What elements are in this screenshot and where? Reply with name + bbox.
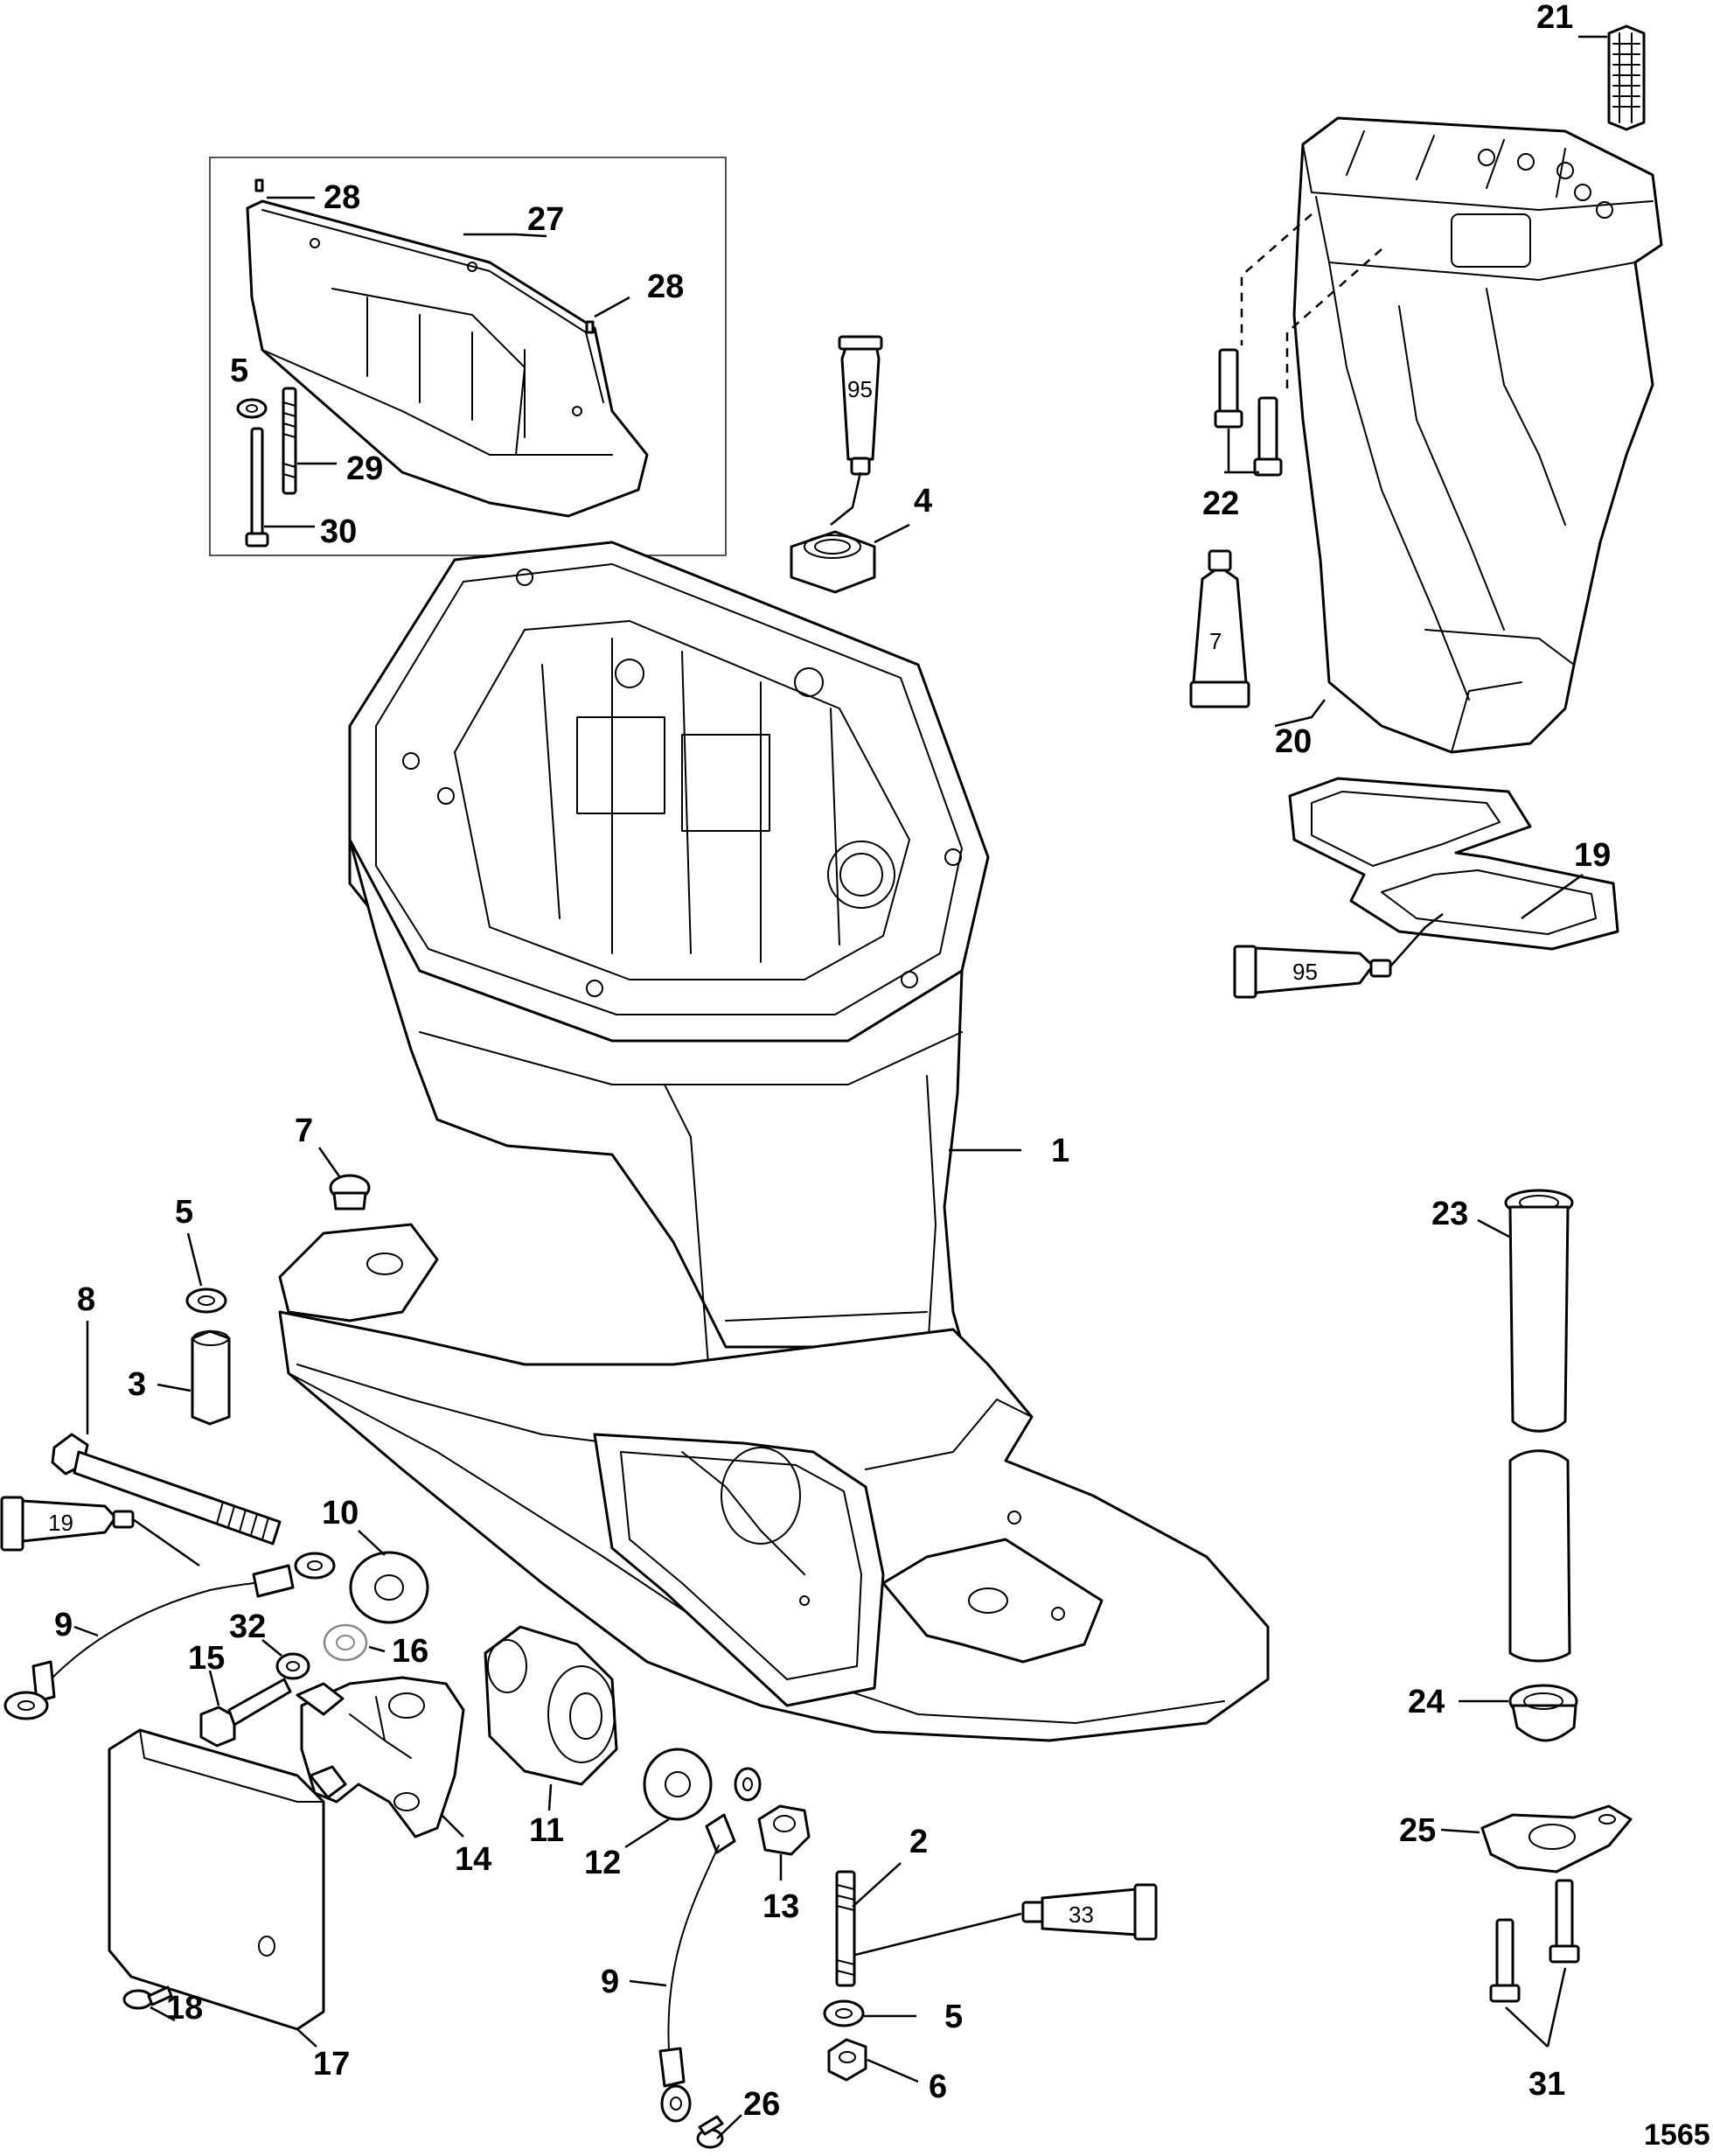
callout-5-left: 5 bbox=[175, 1194, 193, 1231]
callout-30: 30 bbox=[320, 513, 357, 550]
callout-21: 21 bbox=[1536, 0, 1573, 36]
part-30-bolt bbox=[245, 427, 269, 548]
part-15-bolt bbox=[199, 1678, 292, 1748]
part-5-washer-left bbox=[185, 1287, 227, 1314]
part-28-pin-right bbox=[585, 320, 595, 334]
tube-95-seal: 95 bbox=[838, 335, 883, 476]
callout-4: 4 bbox=[914, 483, 932, 520]
tube-19-label: 19 bbox=[48, 1510, 73, 1536]
callout-27: 27 bbox=[527, 201, 564, 238]
callout-24: 24 bbox=[1408, 1684, 1445, 1720]
callout-7: 7 bbox=[295, 1113, 313, 1149]
part-20-adapter-housing bbox=[1292, 116, 1663, 754]
part-29-stud bbox=[282, 387, 297, 495]
callout-26: 26 bbox=[743, 2086, 780, 2123]
tube-7-label: 7 bbox=[1209, 628, 1222, 654]
part-32-lockwasher bbox=[275, 1652, 310, 1680]
part-9-ground-strap-lower bbox=[658, 1767, 762, 2123]
part-12-washer bbox=[643, 1748, 713, 1821]
part-8-bolt bbox=[51, 1433, 282, 1545]
callout-8: 8 bbox=[77, 1281, 95, 1318]
tube-19-lubricant: 19 bbox=[0, 1496, 135, 1552]
callout-23: 23 bbox=[1431, 1196, 1468, 1232]
part-1-driveshaft-housing bbox=[278, 541, 1270, 1742]
part-2-stud bbox=[835, 1870, 856, 1987]
tube-7-lubricant: 7 bbox=[1189, 549, 1250, 708]
part-22-bolt-a bbox=[1214, 348, 1243, 429]
callout-20: 20 bbox=[1275, 723, 1312, 760]
callout-9-lower: 9 bbox=[601, 1964, 619, 2000]
callout-19: 19 bbox=[1574, 837, 1611, 874]
inset-box bbox=[209, 157, 727, 556]
callout-2: 2 bbox=[909, 1824, 928, 1860]
callout-17: 17 bbox=[313, 2046, 350, 2083]
tube-95-seal-label: 95 bbox=[847, 376, 873, 402]
part-4-seal bbox=[790, 530, 876, 594]
part-17-cover bbox=[108, 1728, 325, 2031]
callout-5-lower: 5 bbox=[944, 1999, 963, 2035]
part-5-washer-lower bbox=[823, 1999, 865, 2027]
callout-12: 12 bbox=[584, 1845, 621, 1881]
part-24-seal bbox=[1508, 1684, 1578, 1742]
part-19-gasket bbox=[1288, 777, 1619, 951]
part-16-washer bbox=[323, 1623, 368, 1662]
part-5-washer-inset bbox=[236, 398, 268, 419]
part-9-ground-strap-upper bbox=[3, 1552, 336, 1720]
part-10-washer bbox=[349, 1551, 429, 1624]
callout-10: 10 bbox=[322, 1495, 359, 1532]
part-22-bolt-b bbox=[1253, 396, 1283, 477]
part-25-tube-holder bbox=[1480, 1804, 1633, 1873]
part-3-plug bbox=[191, 1329, 231, 1426]
callout-13: 13 bbox=[762, 1888, 799, 1925]
tube-33-loctite: 33 bbox=[1021, 1883, 1158, 1941]
callout-31: 31 bbox=[1528, 2066, 1565, 2103]
callout-29: 29 bbox=[346, 450, 383, 487]
callout-3: 3 bbox=[128, 1366, 146, 1403]
tube-95-gasket-label: 95 bbox=[1292, 959, 1318, 985]
callout-28-right: 28 bbox=[647, 269, 684, 305]
tube-95-gasket: 95 bbox=[1233, 945, 1392, 999]
callout-14: 14 bbox=[455, 1841, 491, 1878]
callout-22: 22 bbox=[1202, 485, 1239, 522]
callout-32: 32 bbox=[229, 1608, 266, 1645]
part-28-pin-top bbox=[254, 178, 264, 192]
callout-18: 18 bbox=[166, 1990, 203, 2027]
callout-9-upper: 9 bbox=[54, 1607, 73, 1643]
figure-reference-number: 1565 bbox=[1644, 2118, 1710, 2152]
part-31-bolt-a bbox=[1489, 1918, 1521, 2003]
callout-15: 15 bbox=[188, 1640, 225, 1677]
callout-16: 16 bbox=[392, 1633, 428, 1670]
part-31-bolt-b bbox=[1549, 1879, 1580, 1964]
callout-11: 11 bbox=[529, 1812, 564, 1849]
callout-6: 6 bbox=[929, 2069, 947, 2105]
part-6-nut bbox=[827, 2038, 867, 2082]
part-11-bushing bbox=[484, 1625, 618, 1786]
part-13-nut bbox=[757, 1804, 811, 1856]
part-14-mount-bracket bbox=[296, 1676, 465, 1839]
part-21-screen bbox=[1607, 24, 1646, 131]
callout-25: 25 bbox=[1399, 1812, 1436, 1849]
callout-28-top: 28 bbox=[324, 179, 360, 216]
part-26-screw bbox=[696, 2115, 724, 2149]
callout-5-inset: 5 bbox=[230, 352, 248, 389]
tube-33-label: 33 bbox=[1069, 1901, 1094, 1928]
part-23-water-tube bbox=[1504, 1189, 1574, 1663]
part-27-plate bbox=[246, 199, 649, 518]
part-7-plug bbox=[329, 1174, 371, 1211]
part-18-screw bbox=[122, 1985, 173, 2010]
callout-1: 1 bbox=[1051, 1133, 1069, 1169]
